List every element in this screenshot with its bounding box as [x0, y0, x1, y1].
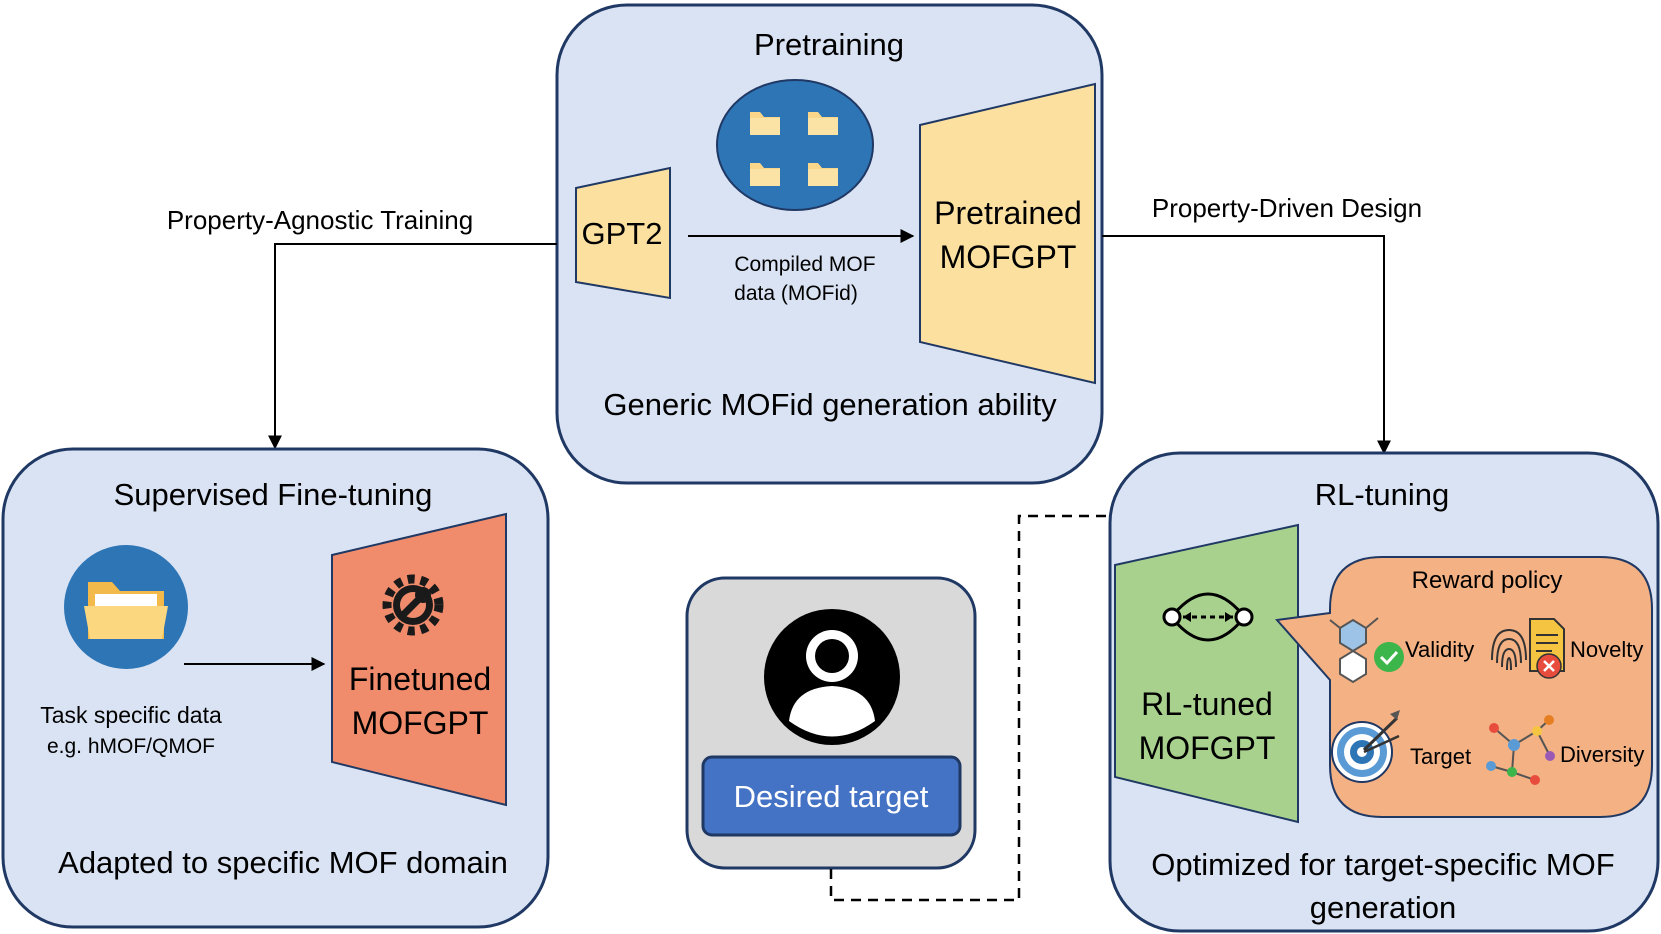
user-target-panel: Desired target [685, 576, 977, 870]
pretrained-label-line2: MOFGPT [940, 239, 1077, 275]
rl-cycle-icon [1162, 592, 1254, 642]
rl-tuning-title: RL-tuning [1315, 477, 1449, 512]
pretrained-label-line1: Pretrained [934, 195, 1082, 231]
folder-icon [750, 112, 780, 135]
arrow-label-line2: data (MOFid) [734, 282, 858, 305]
right-flow-connector: Property-Driven Design [1102, 193, 1422, 455]
reward-target: Target [1410, 744, 1471, 769]
finetuned-label-line1: Finetuned [349, 661, 491, 697]
reward-validity: Validity [1405, 637, 1474, 662]
rl-tuned-label-line2: MOFGPT [1139, 730, 1276, 766]
network-nodes-icon [1486, 715, 1555, 785]
task-data-example: e.g. hMOF/QMOF [47, 735, 215, 758]
task-data-icon [64, 545, 188, 669]
arrow-label-line1: Compiled MOF [734, 253, 875, 276]
finetuned-mofgpt-block: Finetuned MOFGPT [331, 512, 507, 807]
property-driven-label: Property-Driven Design [1152, 193, 1422, 223]
pretrained-mofgpt-block: Pretrained MOFGPT [919, 82, 1096, 385]
finetuned-label-line2: MOFGPT [352, 705, 489, 741]
gpt2-label: GPT2 [582, 216, 663, 251]
pretraining-panel: Pretraining GPT2 [555, 3, 1104, 485]
reward-policy-callout: Reward policy Validity [1275, 556, 1653, 818]
finetuning-panel: Supervised Fine-tuning Task specific dat… [1, 447, 550, 929]
user-avatar-icon [764, 609, 900, 745]
gpt2-model-block: GPT2 [575, 166, 671, 300]
finetuning-title: Supervised Fine-tuning [114, 477, 433, 512]
folder-icon [808, 112, 838, 135]
rl-tuned-mofgpt-block: RL-tuned MOFGPT [1114, 523, 1299, 824]
property-agnostic-label: Property-Agnostic Training [167, 205, 473, 235]
task-data-label: Task specific data [40, 702, 222, 728]
reward-novelty: Novelty [1570, 637, 1643, 662]
data-folders-icon [716, 79, 874, 211]
rl-tuning-panel: RL-tuning RL-tuned MOFGPT Reward policy [1108, 451, 1660, 933]
pretraining-caption: Generic MOFid generation ability [603, 387, 1057, 422]
rl-caption-line1: Optimized for target-specific MOF [1151, 847, 1614, 882]
molecule-check-icon [1329, 617, 1404, 684]
reward-policy-title: Reward policy [1412, 567, 1563, 594]
finetuning-caption: Adapted to specific MOF domain [58, 845, 508, 880]
rl-tuned-label-line1: RL-tuned [1141, 686, 1273, 722]
gear-wrench-icon [382, 574, 444, 636]
folder-icon [84, 582, 168, 639]
pretraining-title: Pretraining [754, 27, 904, 62]
fingerprint-document-icon [1491, 618, 1565, 679]
target-dartboard-icon [1331, 710, 1400, 783]
left-flow-connector: Property-Agnostic Training [167, 205, 557, 450]
reward-diversity: Diversity [1560, 742, 1644, 767]
folder-icon [750, 163, 780, 186]
desired-target-button[interactable]: Desired target [701, 755, 962, 837]
rl-caption-line2: generation [1310, 890, 1457, 925]
folder-icon [808, 163, 838, 186]
target-feedback-connector [829, 514, 1215, 902]
desired-target-label: Desired target [734, 779, 929, 814]
